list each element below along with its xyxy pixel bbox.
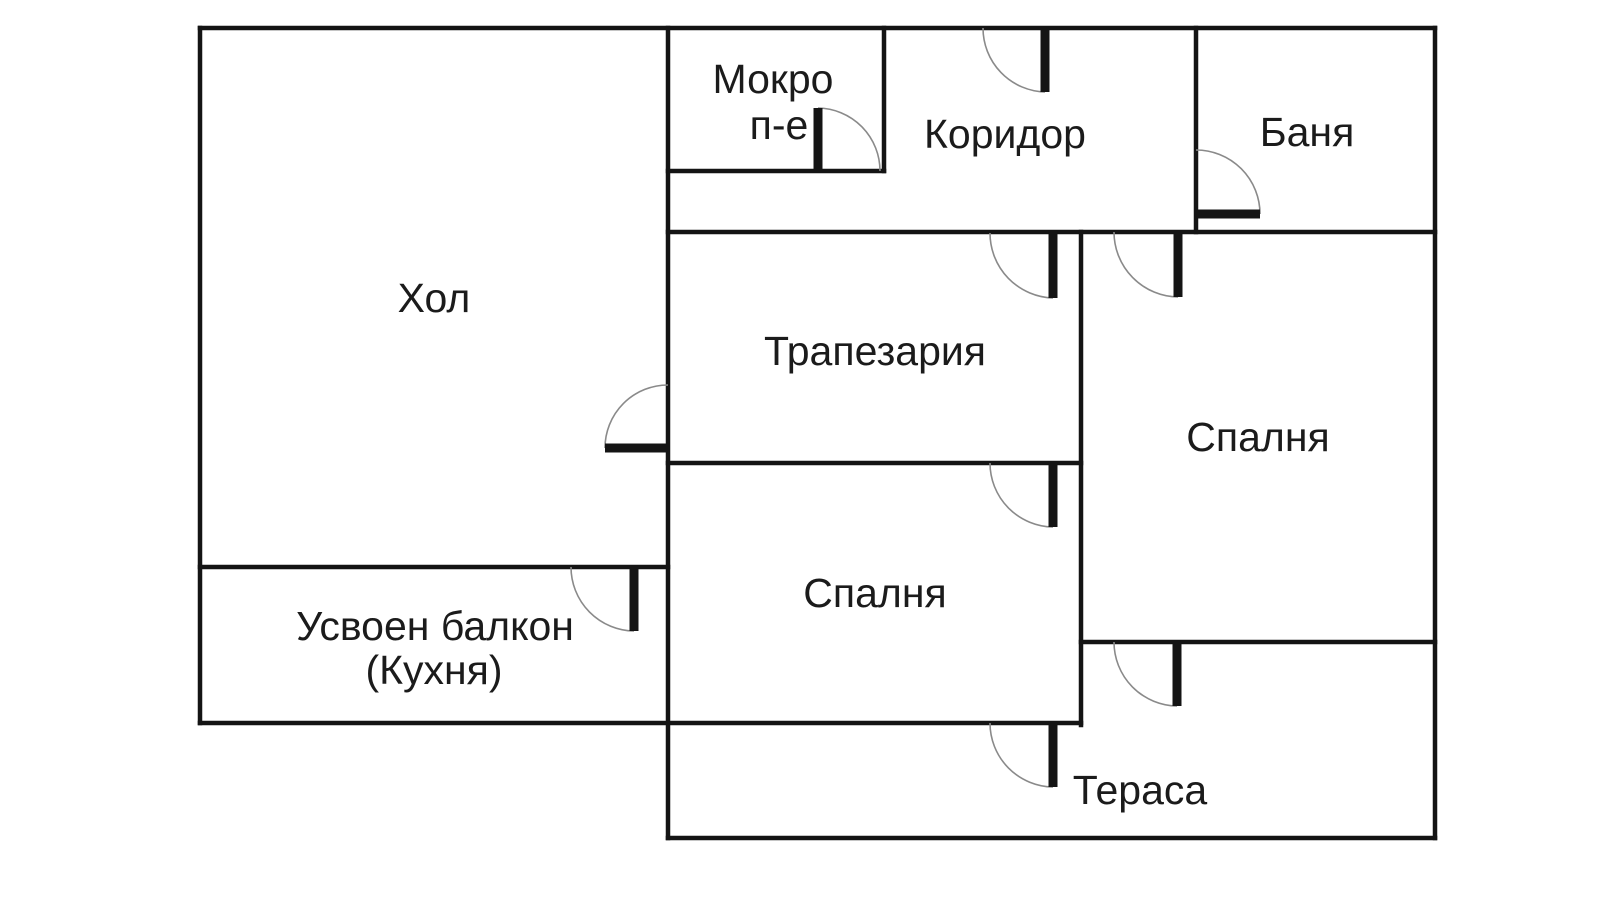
room-label-balkon-line-2: (Кухня) bbox=[365, 647, 502, 693]
room-label-banya: Баня bbox=[1260, 109, 1355, 155]
door-arc-banya bbox=[1195, 149, 1261, 215]
door-arc-spalnya-east bbox=[1113, 231, 1179, 298]
door-arc-spalnya-east-terasa bbox=[1113, 641, 1178, 707]
room-label-balkon-line-1: Усвоен балкон bbox=[296, 603, 574, 649]
door-arc-trapezaria bbox=[989, 232, 1054, 299]
room-label-mokro-line-2: п-е bbox=[750, 102, 809, 148]
room-label-spalnya-mid: Спалня bbox=[803, 570, 946, 616]
door-arc-entrance bbox=[982, 27, 1046, 93]
door-arc-spalnya-mid bbox=[989, 462, 1054, 528]
room-label-spalnya-east: Спалня bbox=[1186, 414, 1329, 460]
door-arc-hol bbox=[604, 384, 669, 449]
room-label-koridor: Коридор bbox=[924, 111, 1086, 157]
door-arc-spalnya-mid-terasa bbox=[989, 722, 1054, 788]
room-label-hol: Хол bbox=[398, 275, 471, 321]
door-arc-balkon bbox=[570, 566, 635, 632]
door-arc-mokro bbox=[817, 107, 881, 172]
room-label-trapezaria: Трапезария bbox=[764, 328, 986, 374]
room-label-mokro-line-1: Мокро bbox=[713, 56, 834, 102]
room-label-terasa: Тераса bbox=[1073, 767, 1208, 813]
